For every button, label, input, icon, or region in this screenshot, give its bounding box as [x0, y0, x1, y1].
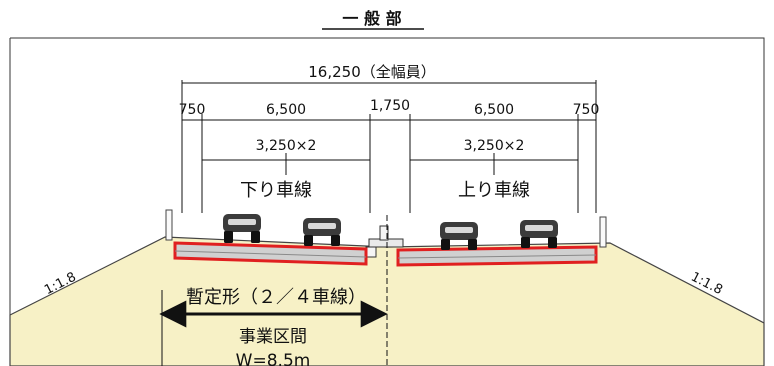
car-icon-1 [223, 214, 261, 243]
lane-label-down: 下り車線 [240, 180, 312, 201]
dim-total: 16,250（全幅員） [308, 63, 436, 81]
dim-right-lanes: 3,250×2 [464, 138, 525, 154]
car-icon-2 [303, 218, 341, 246]
section-title: 一 般 部 [342, 9, 401, 28]
right-guard-post [599, 216, 607, 248]
dimension-lines [181, 80, 597, 366]
project-label: 事業区間 [239, 327, 307, 347]
dim-right-shoulder: 750 [573, 102, 600, 118]
dim-left-lanes: 3,250×2 [256, 138, 317, 154]
median-structure [365, 225, 404, 258]
dim-left-carriageway: 6,500 [266, 102, 306, 118]
dimension-labels: 16,250（全幅員） 750 6,500 1,750 6,500 750 3,… [179, 63, 600, 154]
width-label: W=8.5m [236, 351, 311, 366]
car-icon-3 [440, 222, 478, 250]
left-guard-post [165, 209, 173, 241]
left-pavement [173, 241, 368, 266]
lane-label-up: 上り車線 [458, 180, 530, 201]
dim-median: 1,750 [370, 98, 410, 114]
provisional-label: 暫定形（２／４車線） [186, 287, 366, 308]
dim-right-carriageway: 6,500 [474, 102, 514, 118]
car-icon-4 [520, 220, 558, 248]
frame-border [9, 37, 765, 366]
right-pavement [396, 245, 598, 267]
dim-left-shoulder: 750 [179, 102, 206, 118]
